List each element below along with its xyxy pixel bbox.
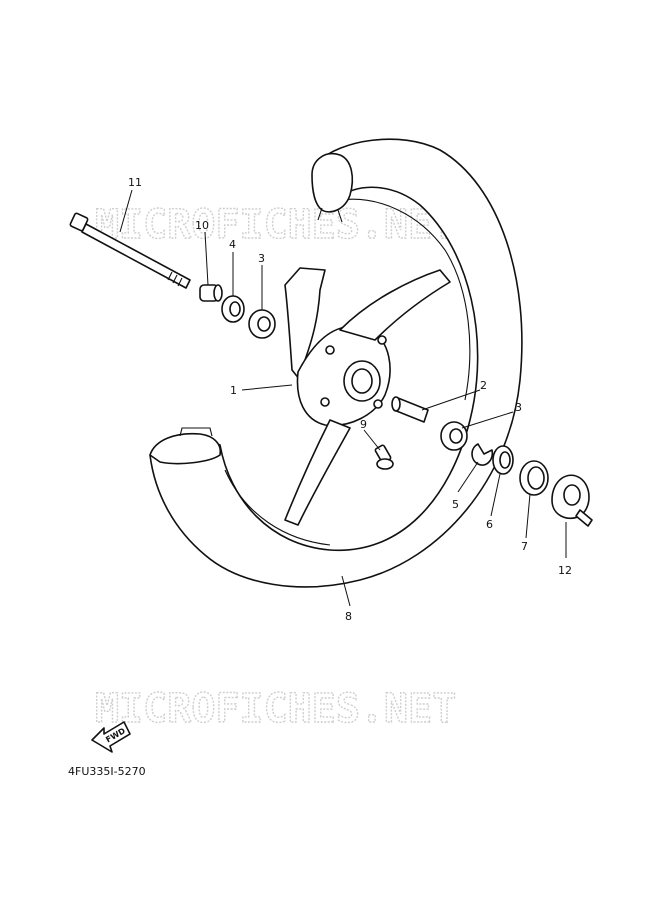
spacer xyxy=(391,396,429,423)
leader-lines xyxy=(119,189,567,607)
circlip xyxy=(471,443,494,466)
valve xyxy=(374,444,394,470)
callout-1: 1 xyxy=(230,384,237,397)
callout-7: 7 xyxy=(521,540,528,553)
bearing-right xyxy=(440,421,468,451)
callout-6: 6 xyxy=(486,518,493,531)
callout-10: 10 xyxy=(195,219,209,232)
callout-4: 4 xyxy=(229,238,236,251)
diagram-code: 4FU335I-5270 xyxy=(68,765,146,778)
wheel-rim xyxy=(149,138,523,588)
fwd-arrow-icon: FWD xyxy=(91,721,131,753)
bearing-left xyxy=(248,309,276,339)
oil-seal-right xyxy=(492,445,514,475)
gear-housing xyxy=(551,474,593,527)
watermark-top: MICROFICHES.NET xyxy=(95,202,456,248)
callout-2: 2 xyxy=(480,379,487,392)
callout-12: 12 xyxy=(558,564,572,577)
callout-9: 9 xyxy=(360,418,367,431)
collar xyxy=(199,284,223,302)
callout-3-right: 3 xyxy=(515,401,522,414)
oil-seal xyxy=(221,295,245,323)
callout-8: 8 xyxy=(345,610,352,623)
spoke-wheel xyxy=(284,267,451,526)
callout-5: 5 xyxy=(452,498,459,511)
collar-ring xyxy=(519,460,549,496)
callout-3-left: 3 xyxy=(258,252,265,265)
watermark-bottom: MICROFICHES.NET xyxy=(95,686,456,732)
callout-11: 11 xyxy=(128,176,142,189)
axle-bolt xyxy=(69,212,191,289)
